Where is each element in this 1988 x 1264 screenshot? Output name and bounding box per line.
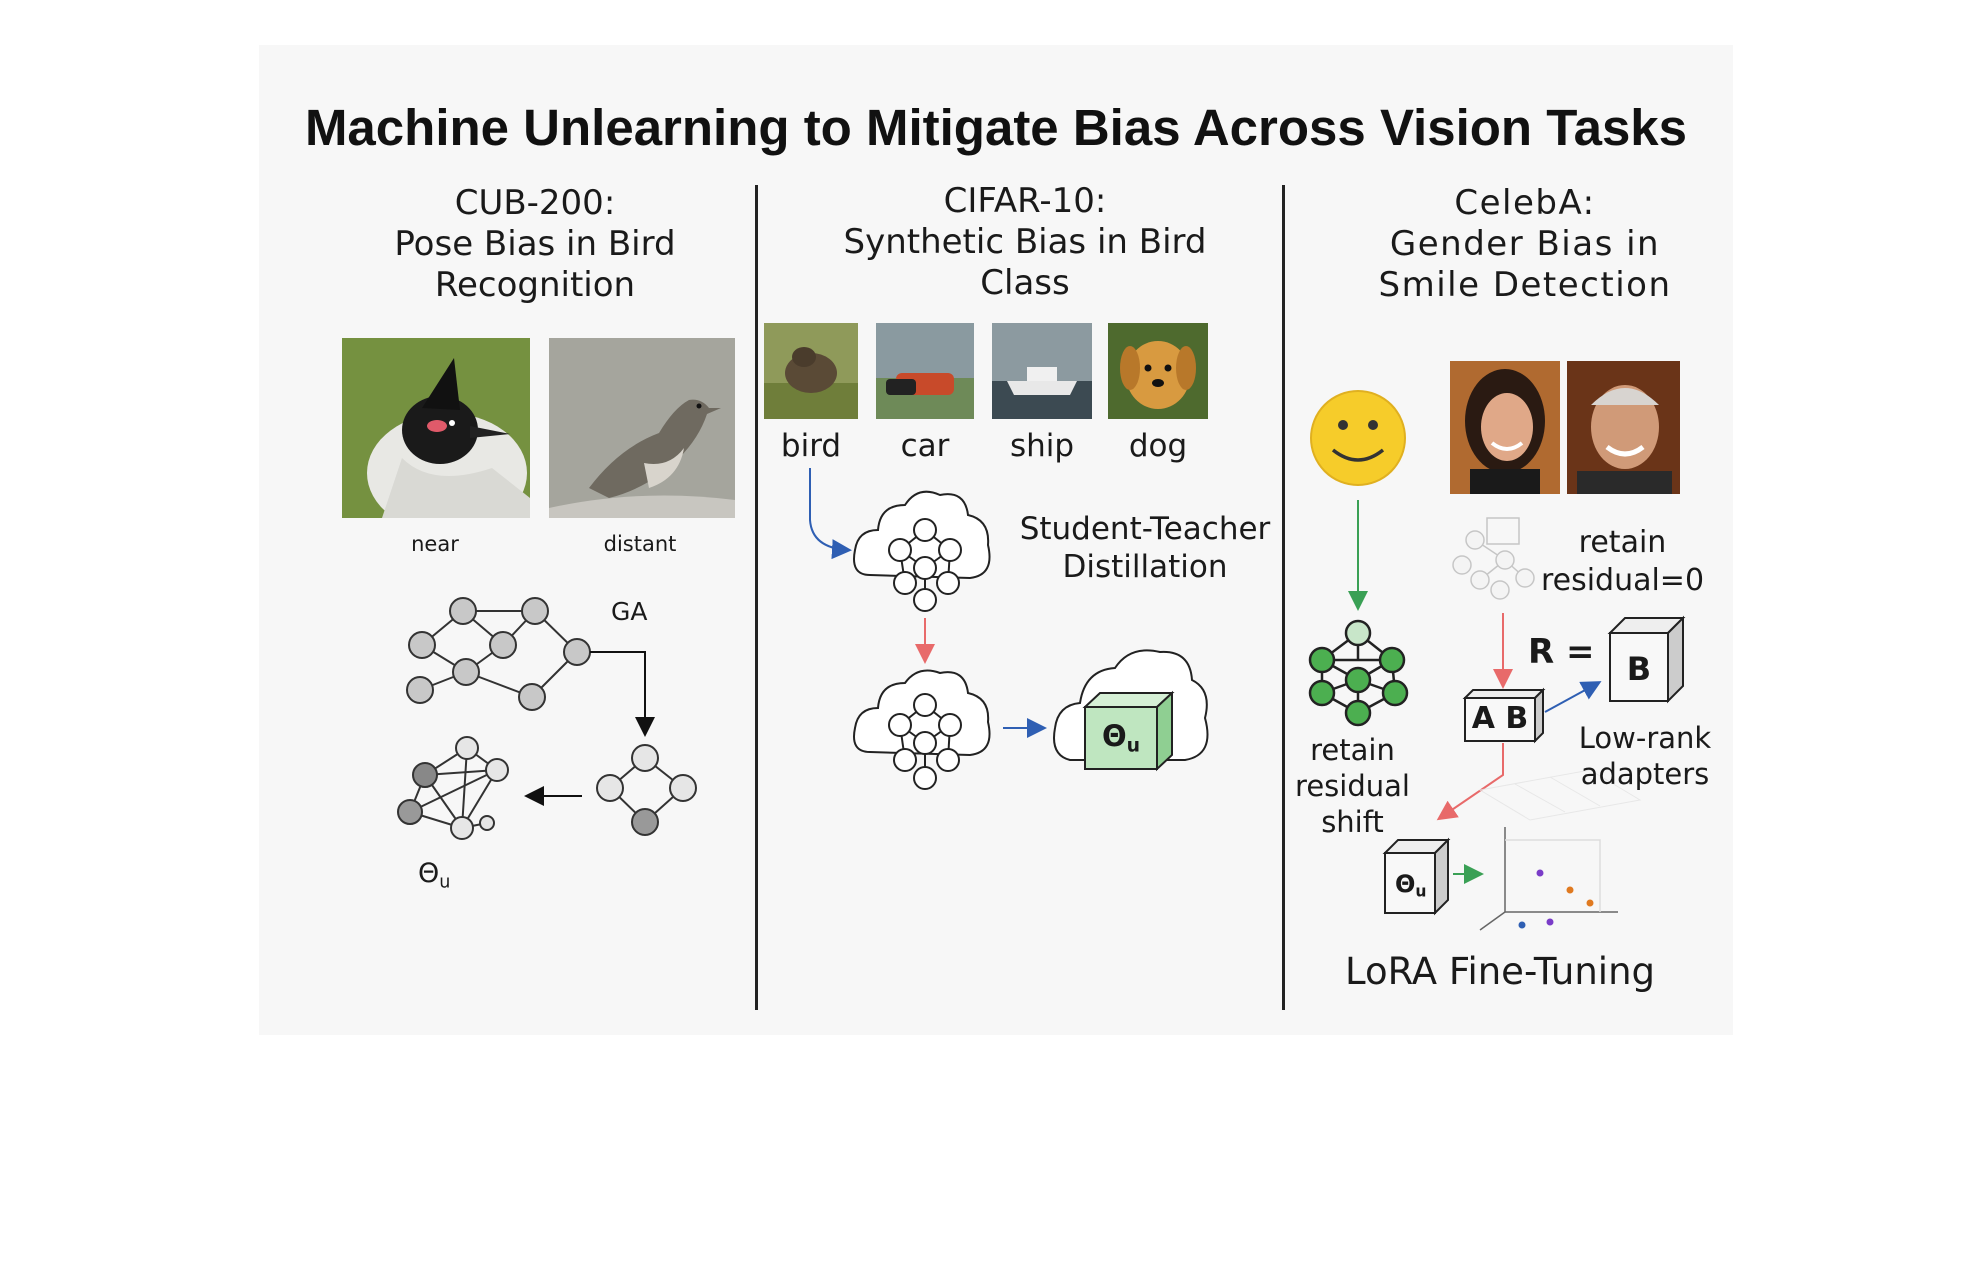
- low-rank-adapters-label: Low-rank adapters: [1565, 720, 1725, 792]
- scatter-plot-icon: [1479, 827, 1618, 931]
- cube-icon: [1382, 837, 1451, 916]
- divider-left: [755, 185, 758, 1010]
- low-rank-adapters-line-1: Low-rank: [1578, 721, 1712, 755]
- figure-title: Machine Unlearning to Mitigate Bias Acro…: [304, 99, 1688, 156]
- neural-network-icon: [888, 693, 962, 790]
- cifar-heading-line-1: CIFAR-10:: [943, 181, 1107, 221]
- distillation-label-line-1: Student-Teacher: [1019, 511, 1271, 547]
- neural-network-icon: [888, 518, 962, 612]
- low-rank-adapters-line-2: adapters: [1580, 757, 1710, 791]
- celeba-heading-line-2: Gender Bias in: [1389, 224, 1661, 264]
- bird-photo-distant: [549, 338, 735, 518]
- face-photo-man: [1567, 361, 1680, 494]
- distillation-label-line-2: Distillation: [1062, 549, 1228, 585]
- cube-icon: [1082, 690, 1175, 772]
- cub-heading-line-1: CUB-200:: [454, 183, 616, 223]
- retain-residual-shift-line-1: retain: [1310, 733, 1395, 767]
- celeba-heading-line-3: Smile Detection: [1378, 265, 1672, 305]
- cub-theta-label: Θu: [418, 858, 450, 892]
- cifar-thumb-bird: [764, 323, 858, 419]
- near-label: near: [411, 532, 459, 556]
- face-photo-woman: [1450, 361, 1560, 494]
- ab-box-label: A B: [1471, 701, 1529, 736]
- retain-residual-zero-line-1: retain: [1578, 525, 1667, 560]
- cifar-heading: CIFAR-10: Synthetic Bias in Bird Class: [800, 181, 1250, 304]
- cifar-thumb-car: [876, 323, 974, 419]
- celeba-theta-subscript: u: [1415, 882, 1427, 901]
- celeba-theta-label: Θu: [1395, 870, 1427, 901]
- graph-icon: [596, 744, 697, 836]
- cub-theta-symbol: Θ: [418, 858, 440, 889]
- celeba-heading: CelebA: Gender Bias in Smile Detection: [1320, 183, 1730, 306]
- cifar-thumb-ship: [992, 323, 1092, 419]
- retain-residual-shift-line-2: residual: [1295, 769, 1410, 803]
- lora-fine-tuning-label: LoRA Fine-Tuning: [1344, 950, 1656, 993]
- retain-residual-shift-line-3: shift: [1321, 805, 1384, 839]
- graph-icon: [406, 597, 591, 711]
- bird-photo-near: [342, 338, 530, 518]
- cifar-heading-line-3: Class: [980, 263, 1070, 303]
- cube-icon: [1462, 687, 1546, 744]
- retain-residual-zero-label: retain residual=0: [1535, 524, 1710, 600]
- class-label-bird: bird: [780, 428, 842, 464]
- ga-label: GA: [611, 597, 648, 626]
- cube-icon: [1607, 615, 1686, 704]
- cub-heading-line-3: Recognition: [434, 265, 636, 305]
- neural-network-icon: [1452, 517, 1535, 600]
- distillation-label: Student-Teacher Distillation: [1015, 510, 1275, 586]
- class-label-ship: ship: [1009, 428, 1075, 464]
- cub-heading: CUB-200: Pose Bias in Bird Recognition: [340, 183, 730, 306]
- cifar-theta-label: Θu: [1102, 719, 1140, 757]
- class-label-car: car: [900, 428, 950, 464]
- cifar-theta-subscript: u: [1126, 735, 1141, 757]
- smiley-face-icon: [1310, 390, 1406, 486]
- class-label-dog: dog: [1128, 428, 1188, 464]
- neural-network-icon: [1308, 619, 1409, 727]
- r-equals-label: R =: [1528, 632, 1595, 672]
- distant-label: distant: [603, 532, 677, 556]
- retain-residual-zero-line-2: residual=0: [1540, 563, 1705, 598]
- cifar-thumb-dog: [1108, 323, 1208, 419]
- graph-icon: [397, 736, 509, 840]
- divider-right: [1282, 185, 1285, 1010]
- cub-theta-subscript: u: [439, 872, 451, 893]
- b-box-label: B: [1626, 650, 1652, 688]
- cub-heading-line-2: Pose Bias in Bird: [394, 224, 676, 264]
- cifar-theta-symbol: Θ: [1102, 719, 1127, 753]
- celeba-heading-line-1: CelebA:: [1454, 183, 1596, 223]
- cifar-heading-line-2: Synthetic Bias in Bird: [843, 222, 1207, 262]
- retain-residual-shift-label: retain residual shift: [1280, 732, 1425, 840]
- celeba-theta-symbol: Θ: [1395, 870, 1416, 898]
